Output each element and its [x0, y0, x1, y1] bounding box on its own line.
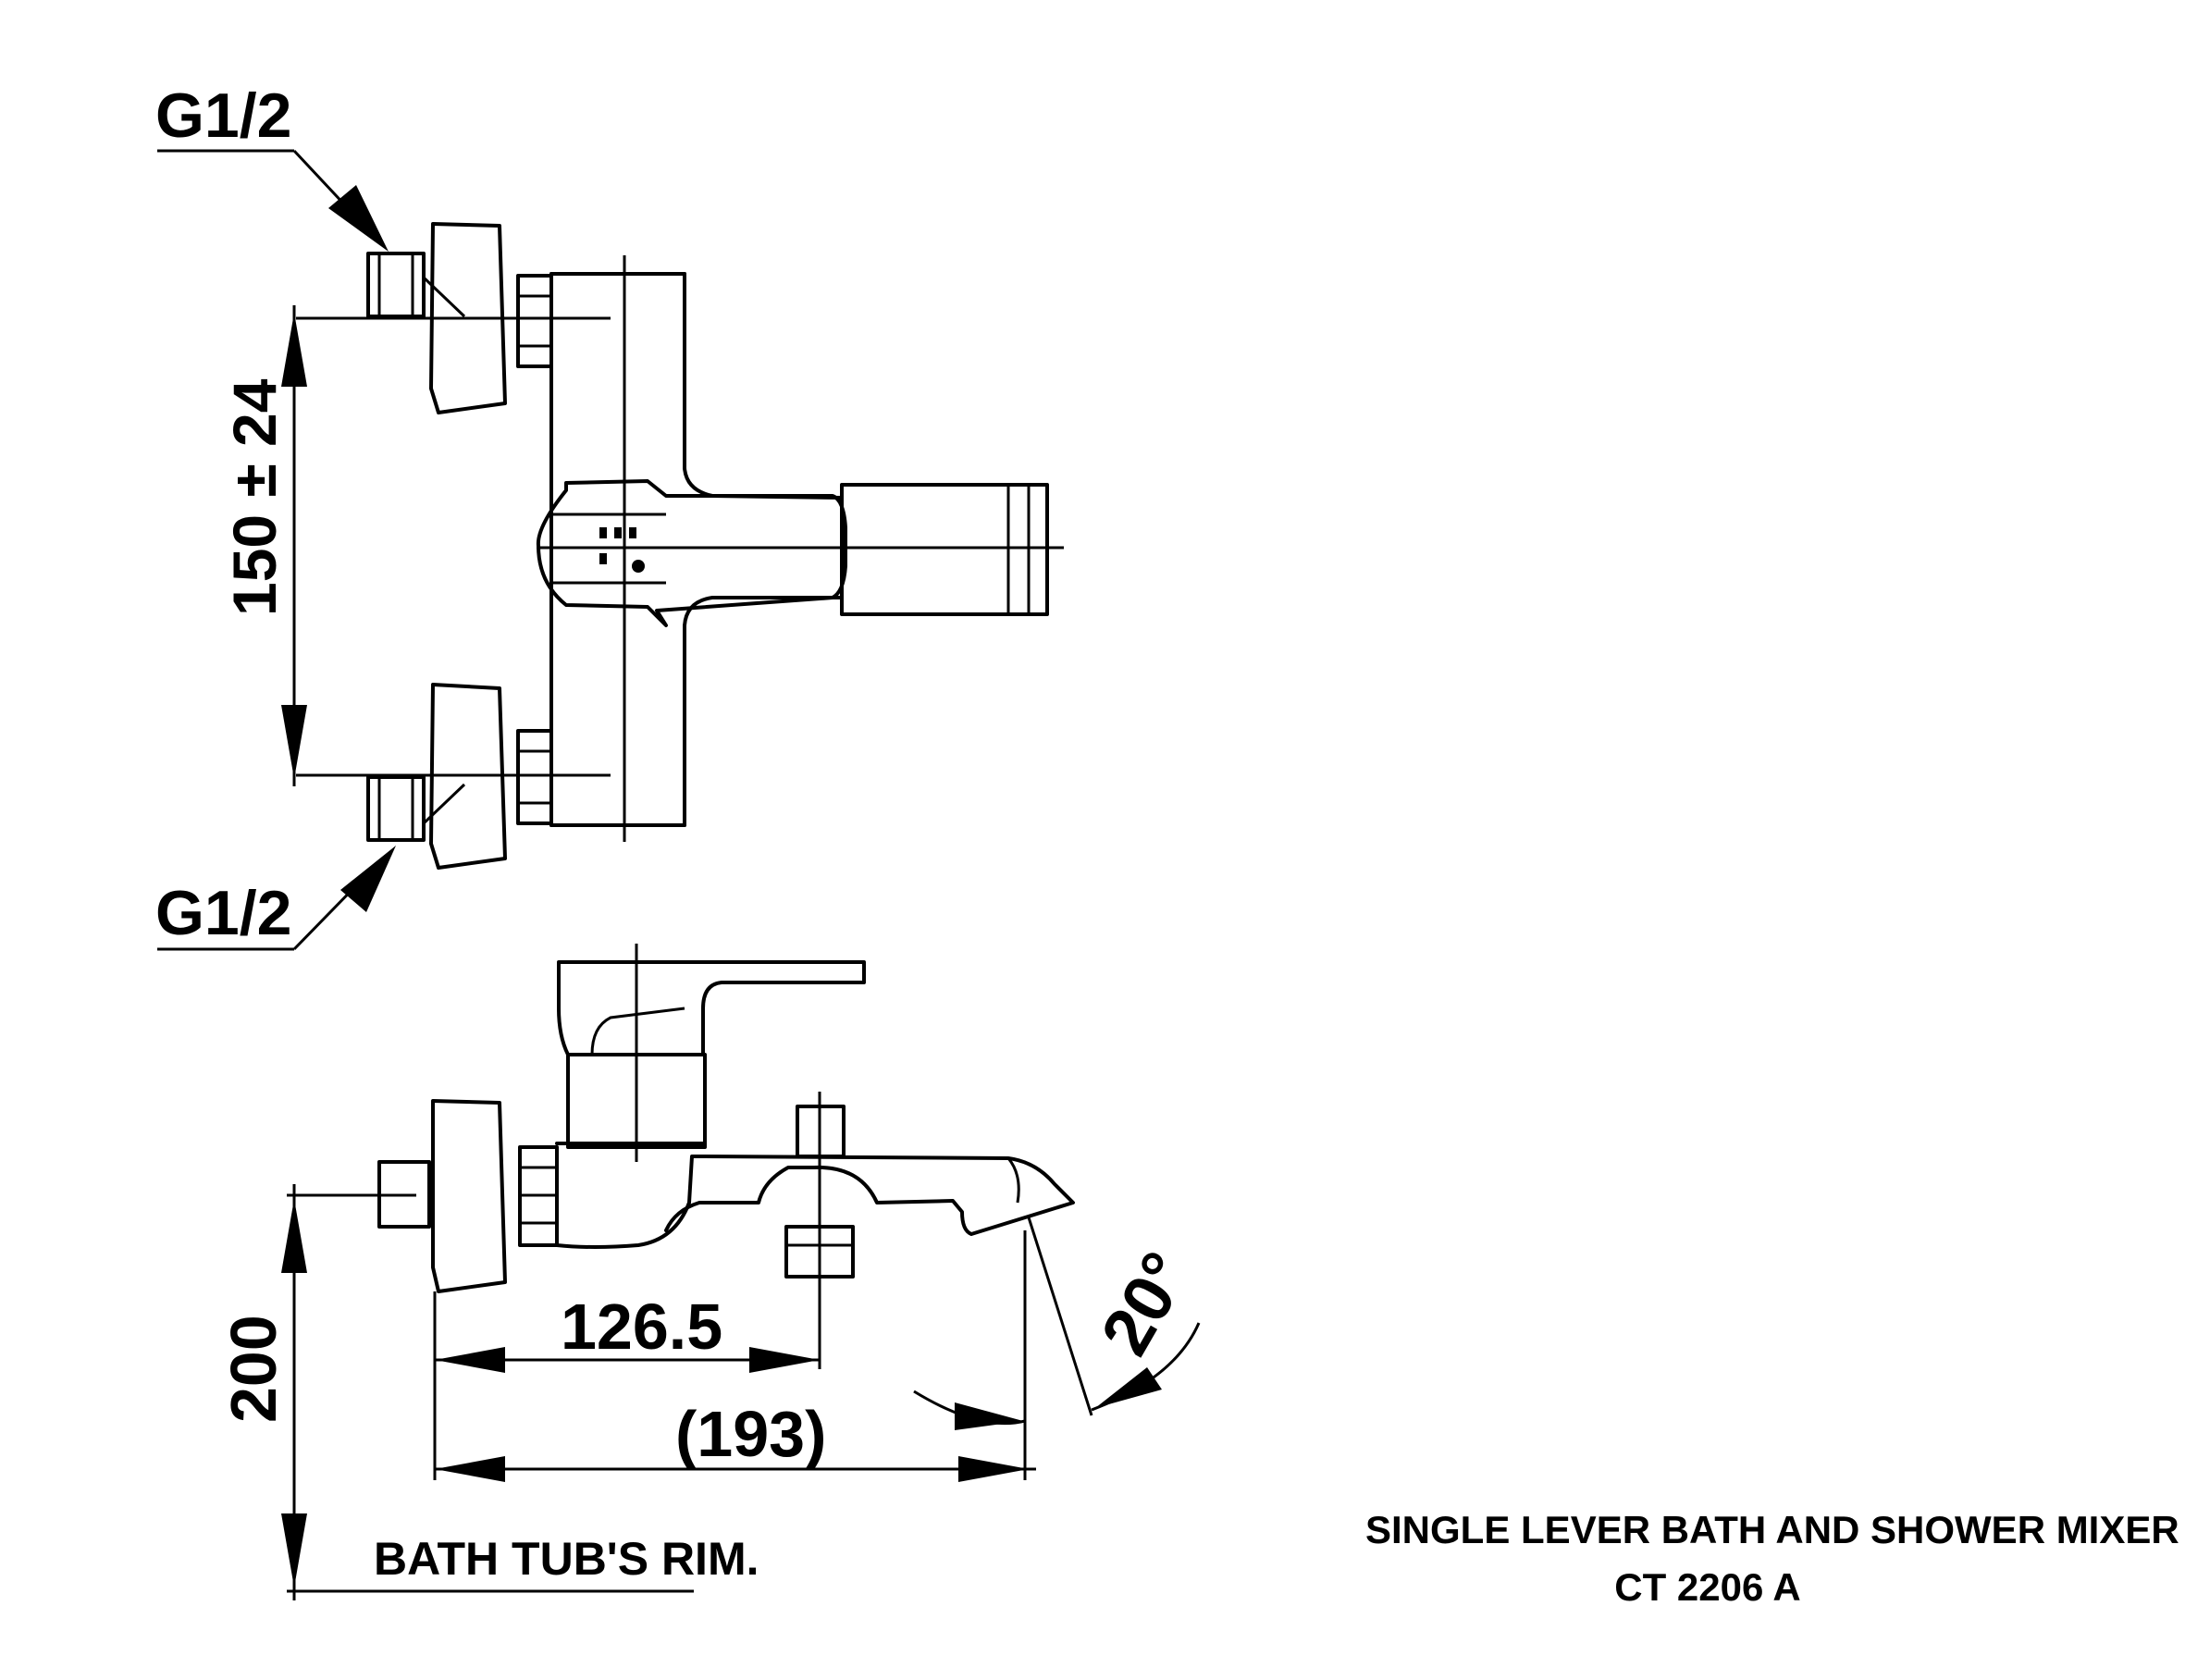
center-distance-dimension: [281, 305, 611, 786]
side-spout: [664, 1092, 1075, 1314]
top-view: G1/2: [155, 80, 1064, 951]
height-dimension: [281, 1184, 694, 1600]
side-body: [555, 944, 707, 1249]
thread-label-bottom: G1/2: [155, 878, 291, 948]
center-distance-label: 150 ± 24: [220, 378, 289, 616]
side-view: 200 126.5 (193) 20° BATH TUB'S R: [217, 944, 1204, 1600]
lever-top-view: [536, 479, 847, 627]
side-lever: [557, 960, 866, 1056]
thread-leader-bottom: [157, 846, 396, 951]
thread-leader-top: [157, 149, 389, 252]
side-inlet: [377, 1099, 559, 1293]
title-line-1: SINGLE LEVER BATH AND SHOWER MIXER: [1365, 1508, 2179, 1551]
angle-dimension: [913, 1217, 1201, 1430]
angle-label: 20°: [1086, 1240, 1204, 1367]
rim-label: BATH TUB'S RIM.: [374, 1533, 759, 1585]
outlet-label: 126.5: [561, 1291, 722, 1363]
thread-label-top: G1/2: [155, 80, 291, 151]
projection-dimension: [435, 1230, 1036, 1482]
title-line-2: CT 2206 A: [1614, 1565, 1801, 1609]
projection-label: (193): [675, 1398, 826, 1470]
height-label: 200: [217, 1315, 290, 1423]
outlet-dimension: [433, 1291, 821, 1480]
spout-top-view: [537, 483, 1064, 616]
inlet-connector-top: [366, 222, 686, 414]
